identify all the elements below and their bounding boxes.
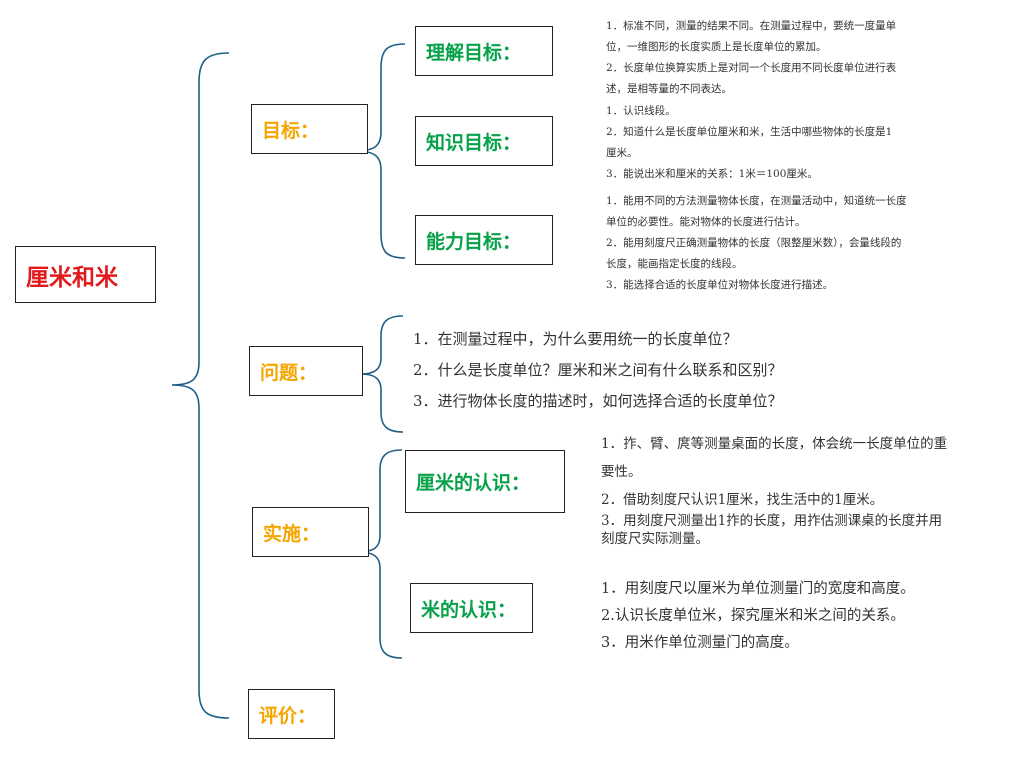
knowledge-goal-text: 1．认识线段。 2．知道什么是长度单位厘米和米，生活中哪些物体的长度是1 厘米。… (606, 101, 892, 185)
ability-goal-node: 能力目标： (415, 215, 553, 265)
understanding-line: 2．长度单位换算实质上是对同一个长度用不同长度单位进行表 (606, 62, 897, 74)
meter-label: 米的认识： (421, 598, 517, 621)
root-node: 厘米和米 (15, 246, 156, 303)
meter-text: 1．用刻度尺以厘米为单位测量门的宽度和高度。 2.认识长度单位米，探究厘米和米之… (601, 576, 915, 657)
centimeter-item: 要性。 (601, 464, 642, 480)
meter-item: 2.认识长度单位米，探究厘米和米之间的关系。 (601, 608, 905, 624)
questions-node: 问题： (249, 346, 363, 396)
knowledge-goal-node: 知识目标： (415, 116, 553, 166)
root-label: 厘米和米 (26, 264, 118, 291)
meter-item: 1．用刻度尺以厘米为单位测量门的宽度和高度。 (601, 581, 915, 597)
ability-line: 单位的必要性。能对物体的长度进行估计。 (606, 216, 806, 228)
centimeter-label: 厘米的认识： (416, 472, 531, 494)
meter-node: 米的认识： (410, 583, 533, 633)
centimeter-item: 3．用刻度尺测量出1拃的长度，用拃估测课桌的长度并用 (601, 513, 943, 529)
ability-line: 1．能用不同的方法测量物体长度，在测量活动中，知道统一长度 (606, 195, 907, 207)
centimeter-text: 1．拃、臂、庹等测量桌面的长度，体会统一长度单位的重 要性。 2．借助刻度尺认识… (601, 430, 947, 514)
meter-item: 3．用米作单位测量门的高度。 (601, 635, 799, 651)
question-line: 1．在测量过程中，为什么要用统一的长度单位？ (413, 330, 738, 348)
ability-goal-text: 1．能用不同的方法测量物体长度，在测量活动中，知道统一长度 单位的必要性。能对物… (606, 191, 907, 296)
questions-label: 问题： (260, 361, 318, 384)
goals-label: 目标： (262, 119, 320, 142)
ability-line: 2．能用刻度尺正确测量物体的长度（限整厘米数），会量线段的 (606, 237, 902, 249)
knowledge-line: 1．认识线段。 (606, 105, 676, 117)
knowledge-line: 厘米。 (606, 147, 638, 159)
main-bracket (171, 52, 230, 719)
centimeter-node: 厘米的认识： (405, 450, 565, 513)
question-line: 2．什么是长度单位？厘米和米之间有什么联系和区别？ (413, 361, 783, 379)
understanding-line: 位，一维图形的长度实质上是长度单位的累加。 (606, 41, 827, 53)
implementation-node: 实施： (252, 507, 369, 557)
understanding-goal-label: 理解目标： (426, 41, 522, 64)
evaluation-node: 评价： (248, 689, 335, 739)
understanding-line: 述，是相等量的不同表达。 (606, 83, 732, 95)
implementation-label: 实施： (263, 522, 321, 545)
question-line: 3．进行物体长度的描述时，如何选择合适的长度单位？ (413, 392, 783, 410)
evaluation-label: 评价： (259, 704, 317, 727)
understanding-line: 1．标准不同，测量的结果不同。在测量过程中，要统一度量单 (606, 20, 897, 32)
knowledge-goal-label: 知识目标： (426, 131, 522, 154)
questions-text: 1．在测量过程中，为什么要用统一的长度单位？ 2．什么是长度单位？厘米和米之间有… (413, 324, 783, 417)
ability-line: 3．能选择合适的长度单位对物体长度进行描述。 (606, 279, 834, 291)
centimeter-item: 1．拃、臂、庹等测量桌面的长度，体会统一长度单位的重 (601, 436, 948, 452)
ability-goal-label: 能力目标： (426, 230, 522, 253)
centimeter-text-cont: 3．用刻度尺测量出1拃的长度，用拃估测课桌的长度并用 刻度尺实际测量。 (601, 512, 942, 548)
understanding-goal-node: 理解目标： (415, 26, 553, 76)
understanding-goal-text: 1．标准不同，测量的结果不同。在测量过程中，要统一度量单 位，一维图形的长度实质… (606, 16, 896, 100)
questions-bracket (360, 315, 404, 433)
knowledge-line: 3．能说出米和厘米的关系：1米＝100厘米。 (606, 168, 818, 180)
goals-node: 目标： (251, 104, 368, 154)
centimeter-item: 2．借助刻度尺认识1厘米，找生活中的1厘米。 (601, 492, 884, 508)
ability-line: 长度，能画指定长度的线段。 (606, 258, 743, 270)
knowledge-line: 2．知道什么是长度单位厘米和米，生活中哪些物体的长度是1 (606, 126, 893, 138)
centimeter-item: 刻度尺实际测量。 (601, 531, 709, 547)
